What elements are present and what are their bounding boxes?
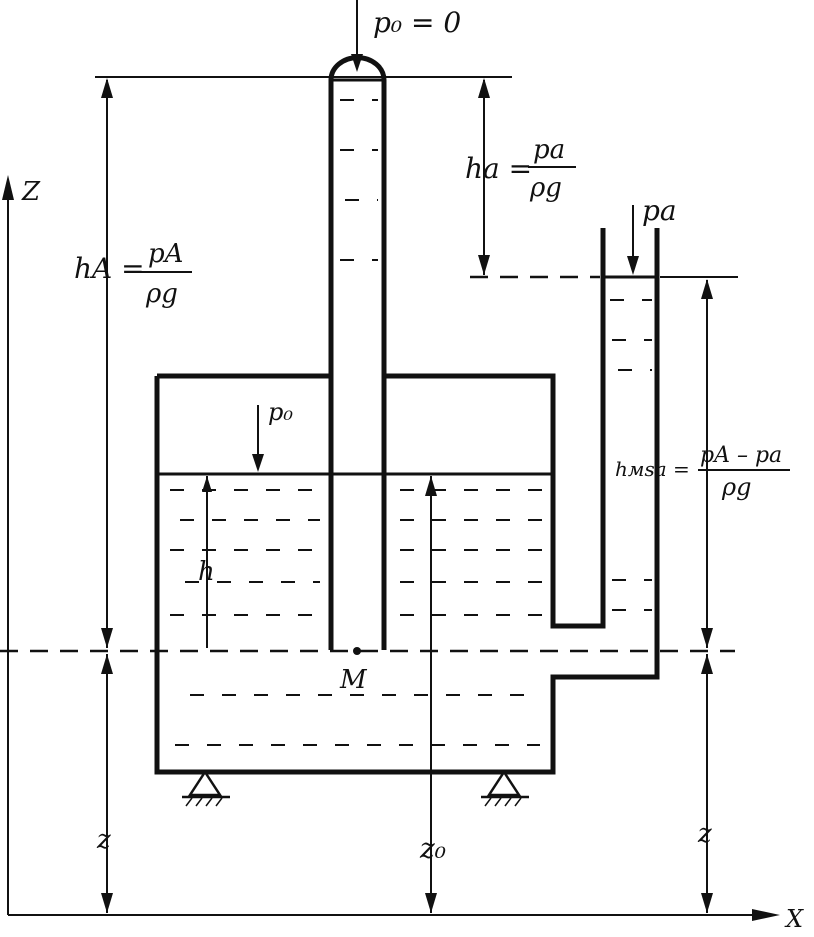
x-axis-arrowhead (752, 909, 780, 921)
label-z-axis: Z (21, 177, 41, 207)
dimension-h (202, 476, 212, 648)
label-hmsa-prefix: hмsa = (615, 457, 690, 481)
label-p0-surface: p₀ (268, 398, 293, 426)
label-hA-denominator: ρg (145, 279, 178, 309)
z-axis-arrowhead (2, 175, 14, 200)
label-z-right: z (697, 819, 712, 849)
dimension-z-left (101, 654, 113, 913)
support-right (481, 769, 529, 807)
label-pa: pa (642, 194, 677, 227)
label-hmsa-numerator: pA – pa (700, 443, 782, 468)
point-M-marker (353, 647, 361, 655)
arrow-pa (627, 205, 639, 275)
support-left (182, 769, 230, 807)
coordinate-axes (2, 175, 780, 921)
label-hA-prefix: hA = (74, 252, 145, 285)
label-hA-numerator: pA (148, 239, 183, 269)
arrow-p0-surface (252, 405, 264, 472)
dimension-z0 (425, 476, 437, 913)
arrow-p0-top (351, 0, 363, 72)
liquid-hatching (170, 99, 652, 746)
vessel-lid-right-and-manometer-inner (384, 228, 606, 629)
label-z0: z₀ (419, 832, 446, 865)
label-x-axis: X (784, 905, 804, 933)
vessel-outer-wall (154, 228, 660, 775)
label-p0-top: p₀ = 0 (373, 6, 461, 39)
dimension-ha (478, 78, 490, 275)
label-h: h (198, 557, 215, 587)
label-hmsa-denominator: ρg (721, 473, 751, 501)
label-ha-prefix: ha = (465, 152, 532, 185)
label-ha-numerator: pa (533, 135, 565, 165)
closed-tube-walls (328, 55, 387, 650)
label-z-left: z (96, 825, 111, 855)
dimension-hmsa (701, 279, 713, 648)
label-ha-denominator: ρg (529, 173, 562, 203)
label-M: M (339, 665, 368, 695)
dimension-z-right (701, 654, 713, 913)
closed-piezometer-tube (328, 55, 387, 650)
closed-vessel (154, 228, 660, 775)
dimension-hA (101, 78, 113, 648)
